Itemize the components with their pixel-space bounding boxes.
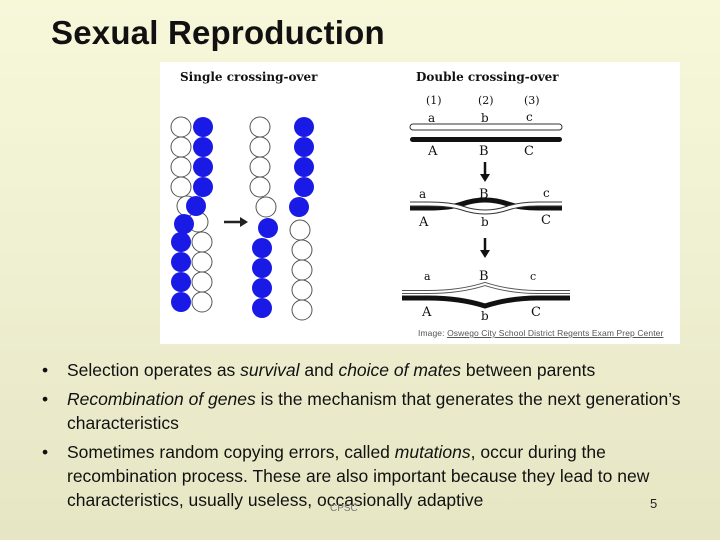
allele-bead bbox=[191, 271, 213, 293]
allele-label: a bbox=[419, 187, 426, 201]
allele-label: C bbox=[531, 305, 541, 320]
page-number: 5 bbox=[650, 496, 658, 511]
single-crossover-caption: Single crossing-over bbox=[180, 70, 318, 84]
allele-bead bbox=[170, 156, 192, 178]
allele-label: b bbox=[481, 215, 489, 229]
chromatid-strand bbox=[410, 197, 562, 211]
bullet-text: between parents bbox=[461, 360, 596, 380]
allele-bead bbox=[291, 299, 313, 321]
crossing-over-diagram: (1) (2) (3) a b c A B C a B c A b C a B … bbox=[170, 94, 570, 323]
bullet-text: Selection operates as bbox=[67, 360, 241, 380]
allele-bead bbox=[291, 239, 313, 261]
chromatid-strand bbox=[410, 137, 562, 142]
allele-bead bbox=[294, 137, 314, 157]
bullet-text: Sometimes random copying errors, called bbox=[67, 442, 395, 462]
bullet-item: • Sometimes random copying errors, called… bbox=[36, 440, 696, 512]
allele-bead bbox=[171, 272, 191, 292]
allele-bead bbox=[249, 176, 271, 198]
allele-label: A bbox=[427, 144, 438, 159]
allele-bead bbox=[255, 196, 277, 218]
allele-bead bbox=[191, 291, 213, 313]
allele-label: C bbox=[541, 213, 551, 228]
bullet-list: • Selection operates as survival and choi… bbox=[36, 358, 696, 517]
allele-bead bbox=[252, 238, 272, 258]
allele-bead bbox=[294, 157, 314, 177]
chromatid-strand bbox=[410, 202, 562, 214]
allele-bead bbox=[291, 259, 313, 281]
arrow-right-icon bbox=[224, 217, 248, 227]
allele-label: B bbox=[479, 187, 489, 202]
allele-bead bbox=[171, 252, 191, 272]
allele-bead bbox=[258, 218, 278, 238]
allele-bead bbox=[289, 219, 311, 241]
arrow-down-icon bbox=[480, 162, 490, 182]
arrow-down-icon bbox=[480, 238, 490, 258]
allele-label: b bbox=[481, 309, 489, 323]
image-credit: Image: Oswego City School District Regen… bbox=[418, 328, 663, 338]
bullet-emphasis: Recombination of genes bbox=[67, 389, 256, 409]
allele-bead bbox=[170, 136, 192, 158]
double-crossover-caption: Double crossing-over bbox=[416, 70, 559, 84]
allele-bead bbox=[191, 231, 213, 253]
allele-bead bbox=[171, 292, 191, 312]
locus-number: (3) bbox=[524, 94, 540, 107]
allele-bead bbox=[289, 197, 309, 217]
bullet-emphasis: survival bbox=[240, 360, 300, 380]
double-crossover-diagram bbox=[402, 123, 570, 309]
bullet-text: , occur during the recombination process… bbox=[67, 442, 650, 510]
allele-label: a bbox=[428, 111, 435, 125]
chromatid-strand bbox=[402, 282, 570, 293]
allele-label: c bbox=[543, 186, 550, 200]
allele-label: c bbox=[530, 270, 536, 283]
image-credit-link[interactable]: Oswego City School District Regents Exam… bbox=[447, 328, 664, 338]
allele-bead bbox=[186, 196, 206, 216]
allele-label: B bbox=[479, 144, 489, 159]
allele-bead bbox=[193, 137, 213, 157]
allele-bead bbox=[249, 156, 271, 178]
allele-bead bbox=[249, 116, 271, 138]
image-credit-prefix: Image: bbox=[418, 328, 448, 338]
bullet-text: is the mechanism that generates the next… bbox=[67, 389, 681, 433]
allele-bead bbox=[252, 258, 272, 278]
allele-bead bbox=[252, 278, 272, 298]
bullet-emphasis: choice of mates bbox=[338, 360, 461, 380]
chromosome-pair-after bbox=[249, 116, 314, 321]
allele-label: C bbox=[524, 144, 534, 159]
allele-bead bbox=[170, 176, 192, 198]
bullet-item: • Recombination of genes is the mechanism… bbox=[36, 387, 696, 435]
bullet-dot: • bbox=[42, 442, 49, 462]
allele-bead bbox=[294, 117, 314, 137]
allele-bead bbox=[291, 279, 313, 301]
allele-bead bbox=[193, 117, 213, 137]
allele-label: A bbox=[418, 215, 429, 230]
allele-bead bbox=[191, 251, 213, 273]
chromosome-pair-before bbox=[170, 116, 213, 313]
bullet-text: and bbox=[299, 360, 339, 380]
bullet-item: • Selection operates as survival and choi… bbox=[36, 358, 696, 382]
slide-title: Sexual Reproduction bbox=[51, 14, 385, 51]
crossing-over-figure: (1) (2) (3) a b c A B C a B c A b C a B … bbox=[160, 62, 680, 344]
allele-label: b bbox=[481, 111, 489, 125]
allele-bead bbox=[171, 232, 191, 252]
allele-bead bbox=[252, 298, 272, 318]
allele-label: c bbox=[526, 110, 533, 124]
locus-number: (1) bbox=[426, 94, 442, 107]
allele-label: A bbox=[421, 305, 432, 320]
allele-bead bbox=[193, 177, 213, 197]
allele-bead bbox=[193, 157, 213, 177]
bullet-dot: • bbox=[42, 360, 49, 380]
allele-bead bbox=[294, 177, 314, 197]
allele-bead bbox=[249, 136, 271, 158]
allele-label: B bbox=[479, 269, 489, 284]
allele-bead bbox=[174, 214, 194, 234]
footer-note: CPSC bbox=[330, 503, 358, 514]
allele-label: a bbox=[424, 270, 431, 283]
bullet-dot: • bbox=[42, 389, 49, 409]
chromatid-strand bbox=[402, 295, 570, 309]
chromatid-strand bbox=[409, 123, 563, 131]
allele-bead bbox=[170, 116, 192, 138]
bullet-emphasis: mutations bbox=[394, 442, 471, 462]
locus-number: (2) bbox=[478, 94, 494, 107]
